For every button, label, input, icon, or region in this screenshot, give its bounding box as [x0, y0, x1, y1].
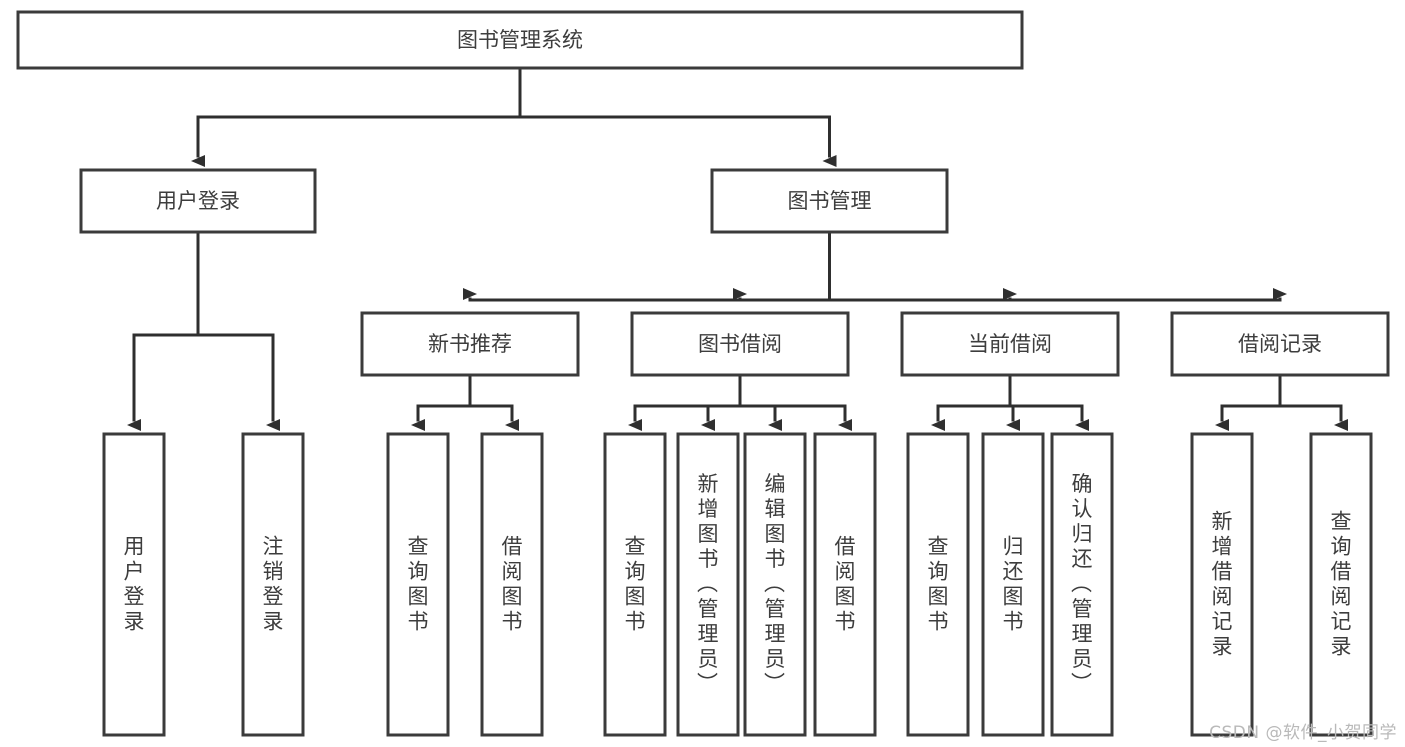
- node-label-br-query-record: 查询借阅记录: [1331, 510, 1352, 659]
- node-label-new-book-recommend: 新书推荐: [428, 332, 512, 356]
- csdn-watermark: CSDN @软件_小贺同学: [1209, 723, 1397, 743]
- node-bb-add-book[interactable]: 新增图书（管理员）: [676, 432, 740, 737]
- node-cb-return-book[interactable]: 归还图书: [981, 432, 1045, 737]
- node-label-book-management: 图书管理: [788, 189, 872, 213]
- node-box-br-query-record: [1309, 432, 1373, 737]
- node-label-bb-edit-book: 编辑图书（管理员）: [764, 472, 786, 696]
- node-user-login[interactable]: 用户登录: [79, 168, 317, 234]
- node-bb-borrow-book[interactable]: 借阅图书: [813, 432, 877, 737]
- node-label-cb-confirm-return: 确认归还（管理员）: [1071, 472, 1093, 696]
- node-box-br-add-record: [1190, 432, 1254, 737]
- node-label-current-borrow: 当前借阅: [968, 332, 1052, 356]
- node-root[interactable]: 图书管理系统: [16, 10, 1024, 70]
- node-box-borrow-record: [1170, 311, 1390, 377]
- node-nbr-query-book[interactable]: 查询图书: [386, 432, 450, 737]
- node-box-bb-add-book: [676, 432, 740, 737]
- node-box-book-management: [710, 168, 949, 234]
- node-label-bb-borrow-book: 借阅图书: [835, 535, 856, 634]
- node-label-root: 图书管理系统: [457, 28, 583, 52]
- node-box-nbr-query-book: [386, 432, 450, 737]
- node-label-nbr-query-book: 查询图书: [408, 535, 429, 634]
- node-label-user-logout: 注销登录: [263, 535, 284, 634]
- node-box-current-borrow: [900, 311, 1120, 377]
- connector-edges: [127, 66, 1348, 431]
- node-bb-edit-book[interactable]: 编辑图书（管理员）: [743, 432, 807, 737]
- node-label-cb-return-book: 归还图书: [1003, 535, 1024, 634]
- node-cb-query-book[interactable]: 查询图书: [906, 432, 970, 737]
- node-box-user-login-do: [102, 432, 166, 737]
- node-book-borrow[interactable]: 图书借阅: [630, 311, 850, 377]
- node-new-book-recommend[interactable]: 新书推荐: [360, 311, 580, 377]
- node-box-book-borrow: [630, 311, 850, 377]
- node-bb-query-book[interactable]: 查询图书: [603, 432, 667, 737]
- node-user-logout[interactable]: 注销登录: [241, 432, 305, 737]
- node-label-bb-add-book: 新增图书（管理员）: [697, 472, 719, 696]
- node-label-br-add-record: 新增借阅记录: [1212, 510, 1233, 659]
- node-box-bb-query-book: [603, 432, 667, 737]
- node-box-user-login: [79, 168, 317, 234]
- node-label-borrow-record: 借阅记录: [1238, 332, 1322, 356]
- node-label-user-login: 用户登录: [156, 189, 240, 213]
- node-nbr-borrow-book[interactable]: 借阅图书: [480, 432, 544, 737]
- node-box-cb-confirm-return: [1050, 432, 1114, 737]
- node-box-root: [16, 10, 1024, 70]
- node-boxes: 图书管理系统用户登录用户登录注销登录图书管理新书推荐查询图书借阅图书图书借阅查询…: [16, 10, 1390, 737]
- node-cb-confirm-return[interactable]: 确认归还（管理员）: [1050, 432, 1114, 737]
- node-box-user-logout: [241, 432, 305, 737]
- node-user-login-do[interactable]: 用户登录: [102, 432, 166, 737]
- node-br-add-record[interactable]: 新增借阅记录: [1190, 432, 1254, 737]
- node-label-user-login-do: 用户登录: [124, 535, 145, 634]
- node-box-new-book-recommend: [360, 311, 580, 377]
- node-box-bb-edit-book: [743, 432, 807, 737]
- node-box-nbr-borrow-book: [480, 432, 544, 737]
- node-br-query-record[interactable]: 查询借阅记录: [1309, 432, 1373, 737]
- node-box-cb-query-book: [906, 432, 970, 737]
- node-label-nbr-borrow-book: 借阅图书: [502, 535, 523, 634]
- node-current-borrow[interactable]: 当前借阅: [900, 311, 1120, 377]
- node-borrow-record[interactable]: 借阅记录: [1170, 311, 1390, 377]
- node-book-management[interactable]: 图书管理: [710, 168, 949, 234]
- node-label-book-borrow: 图书借阅: [698, 332, 782, 356]
- node-label-bb-query-book: 查询图书: [625, 535, 646, 634]
- node-box-bb-borrow-book: [813, 432, 877, 737]
- node-label-cb-query-book: 查询图书: [928, 535, 949, 634]
- node-box-cb-return-book: [981, 432, 1045, 737]
